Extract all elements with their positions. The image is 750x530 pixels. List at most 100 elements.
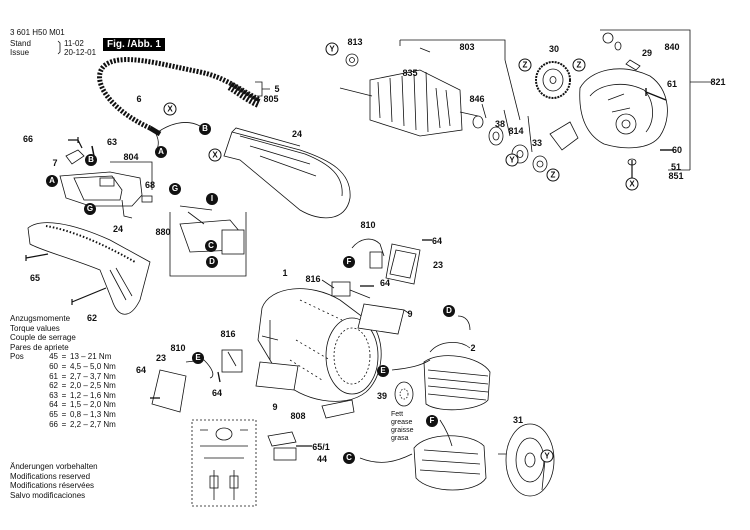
part-number-1: 1: [282, 268, 288, 278]
part-number-64: 64: [135, 365, 147, 375]
torque-row: 64=1,5 – 2,0 Nm: [10, 400, 116, 410]
part-number-30: 30: [548, 44, 560, 54]
callout-x: X: [625, 177, 639, 191]
stand-label: Stand: [10, 39, 31, 48]
part-number-24: 24: [112, 224, 124, 234]
callout-z: Z: [518, 58, 532, 72]
part-number-810: 810: [360, 220, 376, 230]
power-cable: [97, 57, 262, 131]
part-number-63: 63: [106, 137, 118, 147]
callout-e: E: [192, 352, 204, 364]
part-number-840: 840: [664, 42, 680, 52]
part-number-51: 51: [670, 162, 682, 172]
part-number-803: 803: [459, 42, 475, 52]
torque-equals: =: [61, 419, 67, 429]
part-number-23: 23: [155, 353, 167, 363]
callout-b: B: [85, 154, 97, 166]
callout-y: Y: [325, 42, 339, 56]
torque-pos-label: Pos: [10, 352, 24, 362]
part-number-24: 24: [291, 129, 303, 139]
callout-g: G: [84, 203, 96, 215]
grease-note-line: Fett: [391, 411, 404, 418]
part-number-64: 64: [379, 278, 391, 288]
part-number-9: 9: [407, 309, 413, 319]
part-number-31: 31: [512, 415, 524, 425]
torque-row: 65=0,8 – 1,3 Nm: [10, 410, 116, 420]
part-number-65: 65: [29, 273, 41, 283]
torque-equals: =: [61, 381, 67, 391]
part-number-846: 846: [469, 94, 485, 104]
grease-note: Fett grease graisse grasa: [391, 411, 414, 443]
grease-note-line: grasa: [391, 435, 409, 442]
part-number-9: 9: [272, 402, 278, 412]
stand-value: 11-02: [64, 39, 84, 48]
callout-f: F: [426, 415, 438, 427]
torque-row: 60=4,5 – 5,0 Nm: [10, 362, 116, 372]
torque-equals: =: [61, 390, 67, 400]
part-number-23: 23: [432, 260, 444, 270]
torque-row: 63=1,2 – 1,6 Nm: [10, 391, 116, 401]
part-number-851: 851: [668, 171, 684, 181]
torque-value: 1,2 – 1,6 Nm: [70, 390, 116, 400]
part-number-65-1: 65/1: [312, 442, 330, 452]
torque-pos: 45: [49, 352, 58, 362]
torque-pos: 64: [49, 400, 58, 410]
part-number-60: 60: [671, 145, 683, 155]
callout-i: I: [206, 193, 218, 205]
part-number-62: 62: [86, 313, 98, 323]
part-number-39: 39: [376, 391, 388, 401]
torque-equals: =: [61, 371, 67, 381]
handle-housing-lower: [27, 222, 151, 315]
callout-a: A: [46, 175, 58, 187]
note-line: Änderungen vorbehalten: [10, 462, 98, 471]
part-number-64: 64: [431, 236, 443, 246]
callout-b: B: [199, 123, 211, 135]
callout-z: Z: [572, 58, 586, 72]
part-number-33: 33: [531, 138, 543, 148]
part-number-814: 814: [508, 126, 524, 136]
handle-housing-upper: [223, 131, 351, 219]
part-number-805: 805: [263, 94, 279, 104]
part-number-61: 61: [666, 79, 678, 89]
grease-note-line: graisse: [391, 427, 414, 434]
note-line: Modifications réservées: [10, 481, 95, 491]
part-number-7: 7: [52, 158, 58, 168]
torque-title: Couple de serrage: [10, 333, 76, 343]
part-number-810: 810: [170, 343, 186, 353]
torque-value: 0,8 – 1,3 Nm: [70, 409, 116, 419]
torque-value: 2,7 – 3,7 Nm: [70, 371, 116, 381]
part-number-29: 29: [641, 48, 653, 58]
field-winding: [423, 355, 491, 411]
callout-d: D: [443, 305, 455, 317]
note-line: Modifications reserved: [10, 471, 91, 481]
torque-pos: 66: [49, 419, 58, 429]
callout-e: E: [377, 365, 389, 377]
callout-c: C: [343, 452, 355, 464]
torque-equals: =: [61, 400, 67, 410]
part-number-44: 44: [316, 454, 328, 464]
torque-value: 2,0 – 2,5 Nm: [70, 381, 116, 391]
torque-row: 62=2,0 – 2,5 Nm: [10, 381, 116, 391]
part-number-5: 5: [274, 84, 280, 94]
callout-f: F: [343, 256, 355, 268]
issue-label: Issue: [10, 48, 30, 57]
callout-g: G: [169, 183, 181, 195]
torque-value: 2,2 – 2,7 Nm: [70, 419, 116, 429]
doc-number: 3 601 H50 M01: [10, 28, 65, 37]
grease-note-line: grease: [391, 419, 413, 426]
torque-title: Torque values: [10, 323, 60, 333]
callout-y: Y: [505, 153, 519, 167]
part-number-64: 64: [211, 388, 223, 398]
callout-a: A: [155, 146, 167, 158]
modification-notes: Änderungen vorbehalten Modifications res…: [10, 462, 98, 500]
torque-value: 1,5 – 2,0 Nm: [70, 400, 116, 410]
callout-c: C: [205, 240, 217, 252]
part-number-6: 6: [136, 94, 142, 104]
torque-equals: =: [61, 352, 67, 362]
torque-value: 4,5 – 5,0 Nm: [70, 361, 116, 371]
torque-equals: =: [61, 409, 67, 419]
torque-pos: 62: [49, 381, 58, 391]
